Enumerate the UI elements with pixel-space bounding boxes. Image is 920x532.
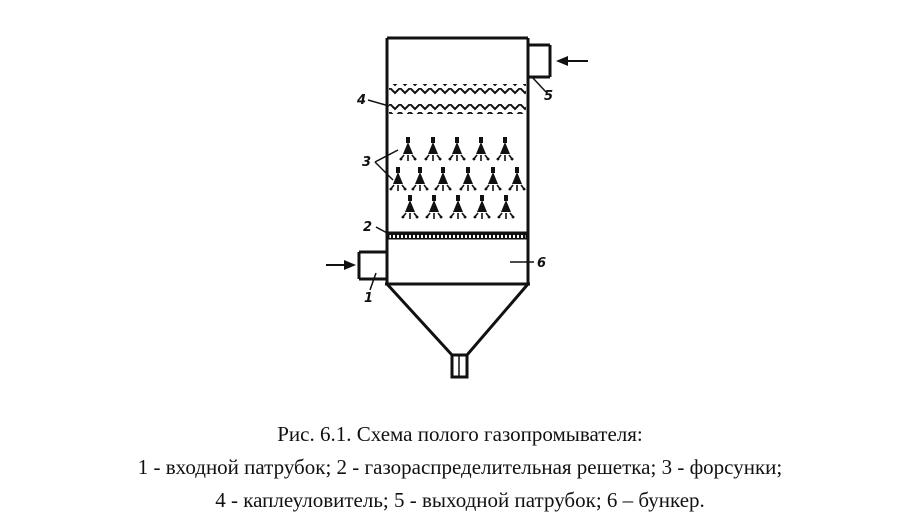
caption-line-1: 1 - входной патрубок; 2 - газораспредели… — [137, 455, 783, 479]
gas-scrubber-diagram: 4 3 2 6 5 1 — [326, 36, 588, 379]
label-6: 6 — [537, 256, 546, 271]
outlet-arrow — [556, 56, 588, 66]
inlet-pipe — [357, 250, 387, 291]
label-3: 3 — [362, 155, 371, 170]
label-2: 2 — [363, 220, 372, 235]
figure-caption: Рис. 6.1. Схема полого газопромывателя: … — [0, 418, 920, 517]
caption-line-2: 4 - каплеуловитель; 5 - выходной патрубо… — [215, 488, 705, 512]
caption-title: Рис. 6.1. Схема полого газопромывателя: — [277, 422, 643, 446]
label-5: 5 — [544, 89, 553, 104]
label-4: 4 — [356, 93, 366, 108]
outlet-pipe — [528, 43, 552, 93]
lower-chamber — [385, 239, 530, 286]
leader-lines — [367, 99, 534, 263]
droplet-separator — [389, 84, 526, 114]
gas-distribution-grid — [388, 231, 527, 240]
nozzle-array — [388, 136, 527, 220]
hopper — [385, 282, 530, 379]
label-1: 1 — [364, 291, 373, 306]
inlet-arrow — [326, 260, 356, 270]
